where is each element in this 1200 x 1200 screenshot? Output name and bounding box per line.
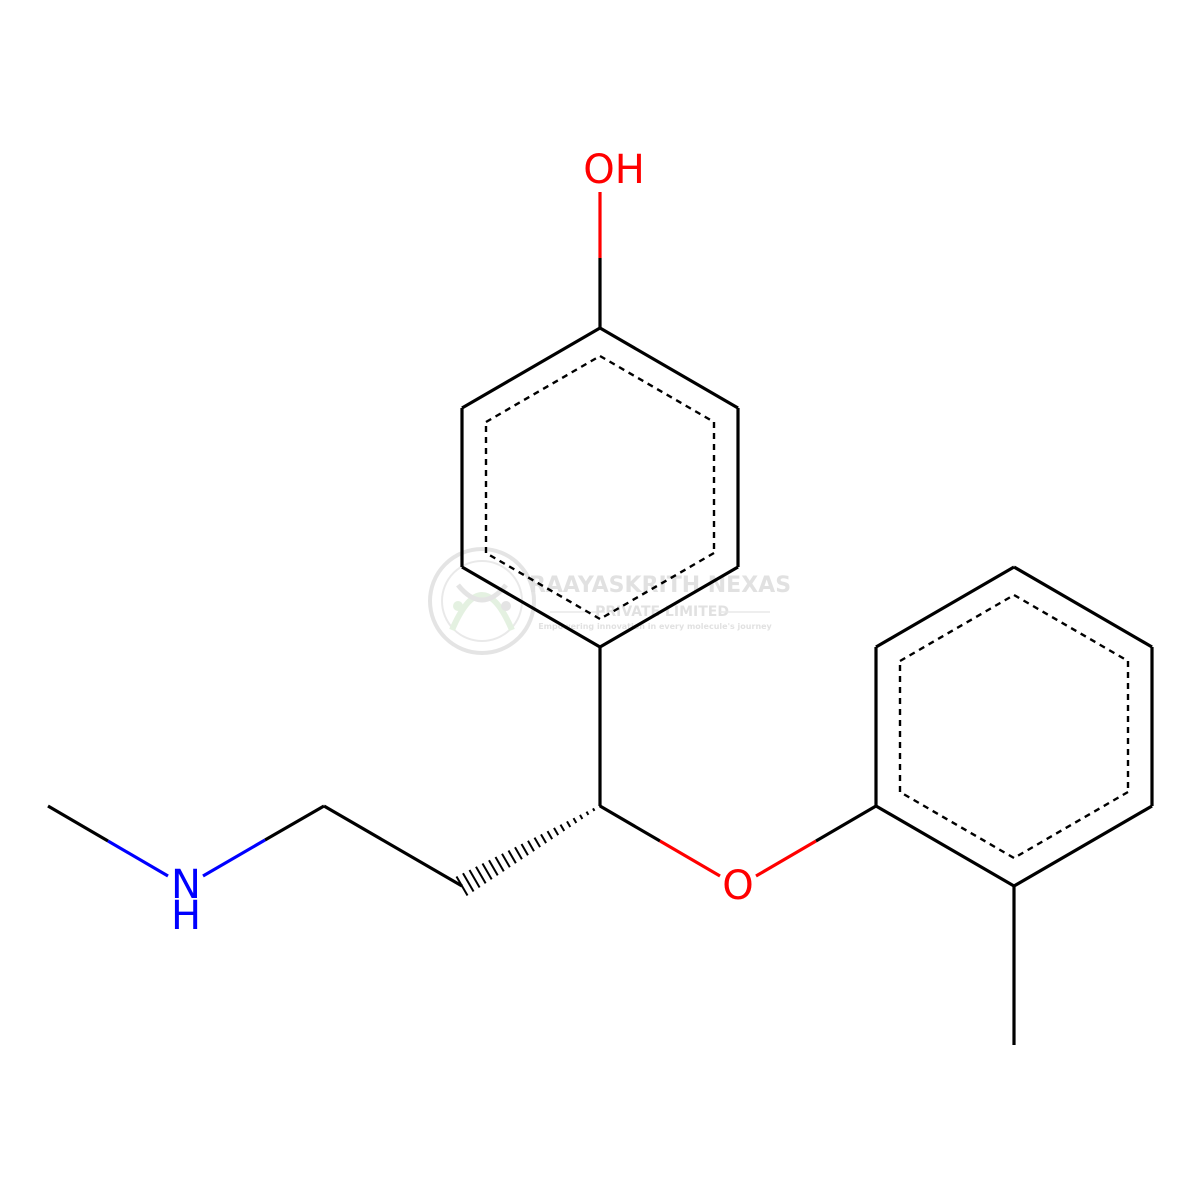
bond	[599, 326, 739, 410]
hashed-wedge-stroke	[592, 807, 596, 812]
bond	[599, 565, 739, 649]
aromatic-bond	[599, 354, 715, 424]
bond-c-n-carbon-part	[264, 804, 325, 842]
bond	[1013, 804, 1153, 888]
hashed-wedge-stroke	[546, 830, 554, 840]
aromatic-bond	[1013, 593, 1129, 663]
bond-n-methyl-carbon-part	[47, 804, 109, 843]
hashed-wedge-stroke	[475, 866, 487, 884]
hashed-wedge-stroke	[553, 827, 560, 836]
hashed-wedge-stroke	[507, 850, 517, 864]
bond-o-aryl-oxygen-part	[755, 839, 817, 878]
hashed-wedge-stroke	[481, 863, 493, 880]
bond	[323, 804, 463, 888]
atom-amine-hydrogen: H	[171, 893, 201, 939]
hashed-wedge-stroke	[520, 843, 529, 856]
phenol-ring	[460, 326, 740, 649]
hashed-wedge-stroke	[468, 869, 481, 888]
bond-c-o-carbon-part	[599, 804, 661, 843]
aromatic-bond	[485, 354, 601, 424]
hashed-wedge-stroke	[566, 820, 572, 828]
hashed-wedge-stroke	[494, 856, 505, 872]
bond	[461, 565, 601, 649]
hashed-wedge-stroke	[579, 814, 584, 820]
bond-c-o-oxygen-part	[659, 839, 721, 878]
bond	[461, 326, 601, 410]
hashed-wedge-stroke	[501, 853, 511, 868]
aromatic-bond	[899, 593, 1015, 663]
hashed-wedge-stroke	[527, 840, 535, 852]
hashed-wedge-stroke	[514, 846, 523, 860]
hashed-wedge-stroke	[488, 859, 499, 876]
hashed-wedge-stroke	[462, 872, 475, 892]
bond	[875, 565, 1015, 649]
bond	[1013, 565, 1153, 649]
bond	[875, 804, 1015, 888]
watermark: RAAYASKRITH NEXAS PRIVATE LIMITED Empowe…	[428, 547, 791, 655]
atom-ether-oxygen: O	[722, 863, 753, 909]
tolyl-ring-aromatic	[898, 593, 1130, 860]
hashed-wedge-stroke	[559, 824, 566, 832]
tolyl-ring	[874, 565, 1154, 888]
watermark-line1: RAAYASKRITH NEXAS	[529, 573, 791, 598]
hashed-wedge-stroke	[572, 817, 578, 824]
bond-c-n-nitrogen-part	[202, 838, 266, 878]
watermark-tagline: Empowering innovation in every molecule'…	[538, 622, 772, 631]
aromatic-bond	[1013, 790, 1129, 860]
bond-o-aryl-carbon-part	[815, 804, 877, 843]
atom-amine-nitrogen: N	[171, 862, 201, 908]
atom-hydroxyl: OH	[583, 147, 645, 193]
bond-n-methyl-nitrogen-part	[107, 839, 169, 878]
hashed-wedge-stroke	[540, 833, 547, 844]
hashed-wedge-stroke	[533, 837, 541, 848]
hashed-wedge-stroke	[585, 811, 590, 816]
aromatic-bond	[899, 790, 1015, 860]
hashed-wedge-bond	[455, 804, 602, 897]
